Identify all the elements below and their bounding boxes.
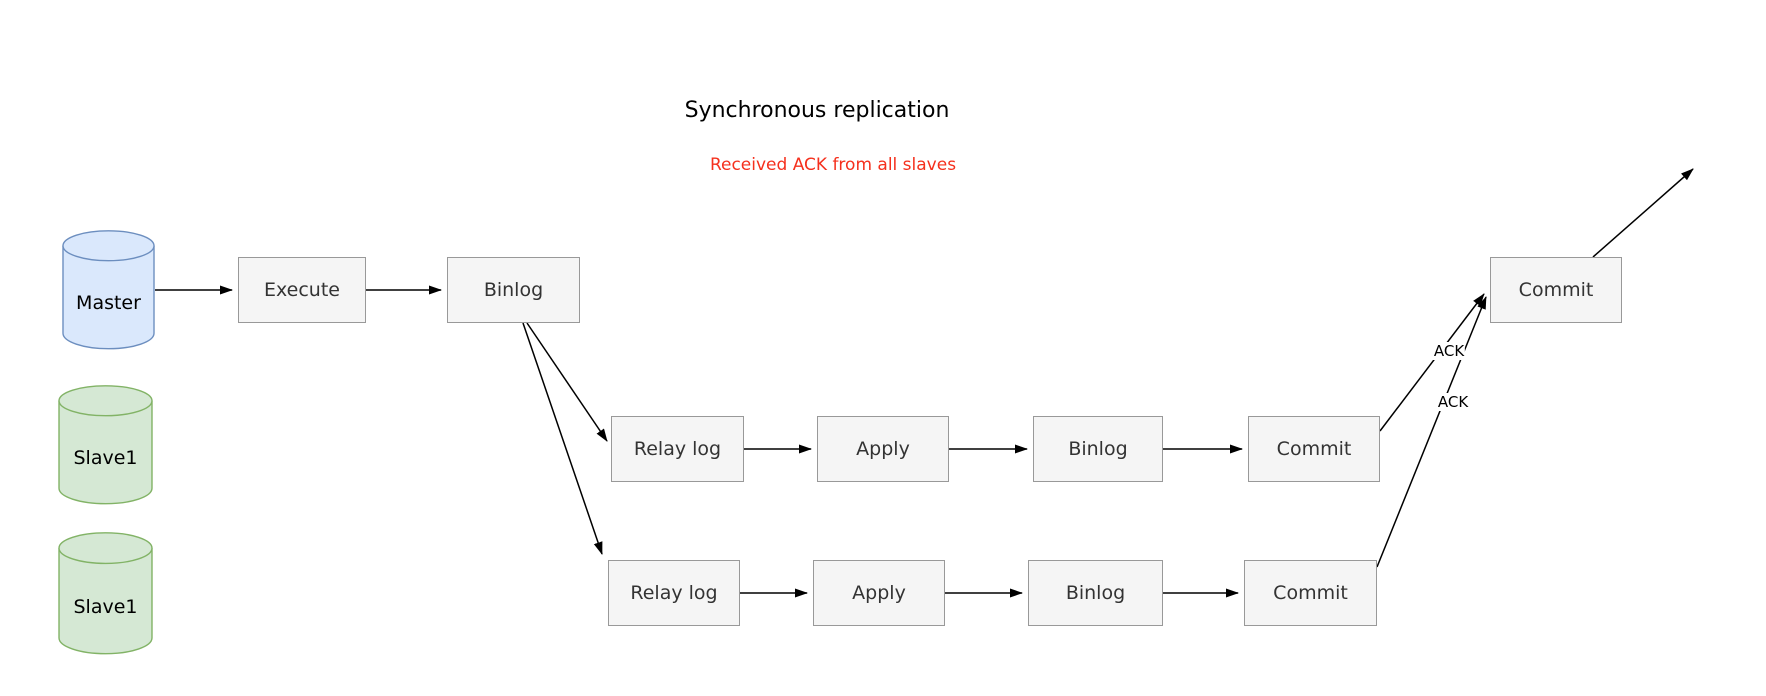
node-slave2-relay-log: Relay log xyxy=(608,560,740,626)
diagram-title: Synchronous replication xyxy=(684,98,950,123)
node-execute: Execute xyxy=(238,257,366,323)
arrow-ack-slave2 xyxy=(1376,296,1487,568)
node-slave1-commit: Commit xyxy=(1248,416,1380,482)
node-slave2-commit: Commit xyxy=(1244,560,1377,626)
cylinder-shape xyxy=(58,385,153,505)
ack-label-slave2: ACK xyxy=(1436,393,1470,411)
cylinder-shape xyxy=(58,532,153,655)
node-master-binlog: Binlog xyxy=(447,257,580,323)
node-slave2-binlog: Binlog xyxy=(1028,560,1163,626)
node-slave1-apply: Apply xyxy=(817,416,949,482)
database-slave1: Slave1 xyxy=(58,385,153,505)
node-slave2-apply: Apply xyxy=(813,560,945,626)
database-slave2: Slave1 xyxy=(58,532,153,655)
arrow-binlog-to-relay1 xyxy=(526,322,608,442)
ack-label-slave1: ACK xyxy=(1432,342,1466,360)
database-slave2-label: Slave1 xyxy=(73,595,138,618)
diagram-subtitle: Received ACK from all slaves xyxy=(709,155,957,175)
node-slave1-relay-log: Relay log xyxy=(611,416,744,482)
database-slave1-label: Slave1 xyxy=(73,447,138,470)
database-master: Master xyxy=(62,230,155,350)
node-master-commit: Commit xyxy=(1490,257,1622,323)
arrow-binlog-to-relay2 xyxy=(522,322,603,555)
database-master-label: Master xyxy=(76,292,141,315)
cylinder-shape xyxy=(62,230,155,350)
node-slave1-binlog: Binlog xyxy=(1033,416,1163,482)
arrow-commit-out xyxy=(1592,168,1694,258)
